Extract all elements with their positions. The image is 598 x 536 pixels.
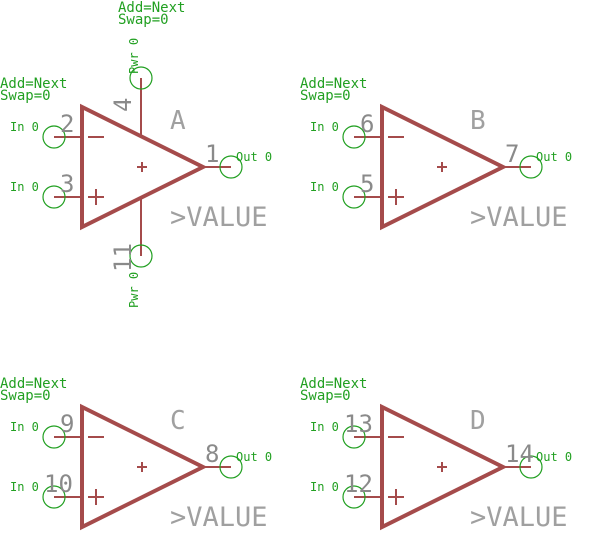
upper-power-pin-label: Pwr 0 bbox=[127, 38, 141, 74]
lower-power-pin-label: Pwr 0 bbox=[127, 272, 141, 308]
plus-input-pin-number: 3 bbox=[60, 170, 74, 198]
minus-input-pin-endpoint[interactable] bbox=[342, 425, 366, 449]
plus-input-pin-number: 10 bbox=[44, 470, 73, 498]
output-pin-label: Out 0 bbox=[536, 450, 572, 464]
opamp-triangle bbox=[80, 403, 208, 531]
output-pin-label: Out 0 bbox=[536, 150, 572, 164]
minus-input-pin-endpoint[interactable] bbox=[42, 125, 66, 149]
minus-input-pin-endpoint[interactable] bbox=[42, 425, 66, 449]
gate-add-attribute: Add=Next bbox=[0, 76, 67, 92]
output-pin-number: 14 bbox=[505, 440, 534, 468]
minus-input-pin-label: In 0 bbox=[10, 420, 39, 434]
gate-add-attribute: Add=Next bbox=[300, 376, 367, 392]
plus-input-pin-label: In 0 bbox=[310, 180, 339, 194]
opamp-triangle bbox=[380, 403, 508, 531]
output-pin-endpoint[interactable] bbox=[219, 455, 243, 479]
lower-power-pin-endpoint[interactable] bbox=[129, 244, 153, 268]
value-placeholder: >VALUE bbox=[470, 202, 568, 233]
gate-name: C bbox=[170, 406, 186, 436]
plus-input-pin-label: In 0 bbox=[10, 180, 39, 194]
gate-c[interactable]: Add=Next Swap=0 In 0 In 0 Out 0 9 10 8 C… bbox=[0, 376, 272, 533]
output-pin-number: 1 bbox=[205, 140, 219, 168]
gate-b[interactable]: Add=Next Swap=0 In 0 In 0 Out 0 6 5 7 B … bbox=[300, 76, 572, 233]
lower-power-pin-number: 11 bbox=[109, 243, 137, 272]
gate-a[interactable]: Add=Next Swap=0 In 0 In 0 Out 0 2 3 1 A … bbox=[0, 76, 272, 233]
output-pin-label: Out 0 bbox=[236, 450, 272, 464]
gate-swap-attribute: Swap=0 bbox=[300, 88, 351, 104]
gate-name: A bbox=[170, 106, 186, 136]
output-pin-endpoint[interactable] bbox=[519, 155, 543, 179]
gate-d[interactable]: Add=Next Swap=0 In 0 In 0 Out 0 13 12 14… bbox=[300, 376, 572, 533]
plus-input-pin-endpoint[interactable] bbox=[42, 485, 66, 509]
gate-add-attribute: Add=Next bbox=[300, 76, 367, 92]
output-pin-label: Out 0 bbox=[236, 150, 272, 164]
plus-input-pin-endpoint[interactable] bbox=[342, 485, 366, 509]
output-pin-endpoint[interactable] bbox=[219, 155, 243, 179]
opamp-triangle bbox=[380, 103, 508, 231]
minus-input-pin-number: 9 bbox=[60, 410, 74, 438]
gate-name: B bbox=[470, 106, 486, 136]
plus-input-pin-number: 12 bbox=[344, 470, 373, 498]
gate-swap-attribute: Swap=0 bbox=[0, 388, 51, 404]
minus-input-pin-label: In 0 bbox=[310, 120, 339, 134]
minus-input-pin-number: 13 bbox=[344, 410, 373, 438]
value-placeholder: >VALUE bbox=[170, 502, 268, 533]
power-pins: Add=Next Swap=0 4 Pwr 0 11 Pwr 0 bbox=[109, 0, 185, 308]
minus-input-pin-endpoint[interactable] bbox=[342, 125, 366, 149]
plus-input-pin-endpoint[interactable] bbox=[42, 185, 66, 209]
power-add-attribute: Add=Next bbox=[118, 0, 185, 16]
plus-input-pin-endpoint[interactable] bbox=[342, 185, 366, 209]
upper-power-pin-number: 4 bbox=[109, 98, 137, 112]
minus-input-pin-number: 6 bbox=[360, 110, 374, 138]
output-pin-endpoint[interactable] bbox=[519, 455, 543, 479]
gate-name: D bbox=[470, 406, 486, 436]
minus-input-pin-number: 2 bbox=[60, 110, 74, 138]
minus-input-pin-label: In 0 bbox=[10, 120, 39, 134]
plus-input-pin-label: In 0 bbox=[10, 480, 39, 494]
upper-power-pin-endpoint[interactable] bbox=[129, 66, 153, 90]
gate-add-attribute: Add=Next bbox=[0, 376, 67, 392]
minus-input-pin-label: In 0 bbox=[310, 420, 339, 434]
gate-swap-attribute: Swap=0 bbox=[0, 88, 51, 104]
opamp-triangle bbox=[80, 103, 208, 231]
power-swap-attribute: Swap=0 bbox=[118, 12, 169, 28]
output-pin-number: 7 bbox=[505, 140, 519, 168]
plus-input-pin-number: 5 bbox=[360, 170, 374, 198]
gate-swap-attribute: Swap=0 bbox=[300, 388, 351, 404]
value-placeholder: >VALUE bbox=[170, 202, 268, 233]
output-pin-number: 8 bbox=[205, 440, 219, 468]
plus-input-pin-label: In 0 bbox=[310, 480, 339, 494]
value-placeholder: >VALUE bbox=[470, 502, 568, 533]
